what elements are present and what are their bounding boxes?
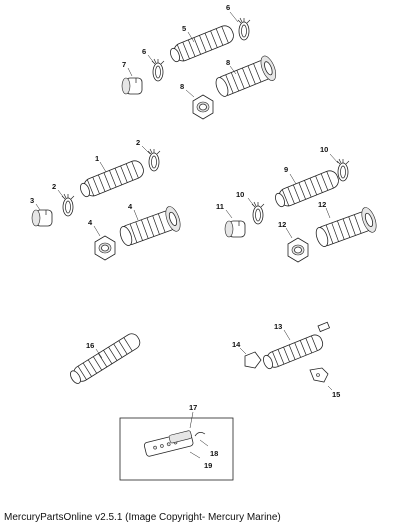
callout-15: 15 bbox=[332, 390, 340, 399]
callout-8: 8 bbox=[180, 82, 184, 91]
callout-12: 12 bbox=[318, 200, 326, 209]
clip-part-18 bbox=[194, 432, 206, 437]
clamp-part-10b bbox=[251, 201, 265, 225]
callout-12: 12 bbox=[278, 220, 286, 229]
callout-3: 3 bbox=[30, 196, 34, 205]
nut-part-4 bbox=[94, 235, 116, 261]
bellows-part-1 bbox=[77, 158, 147, 201]
copyright-caption: MercuryPartsOnline v2.5.1 (Image Copyrig… bbox=[4, 512, 281, 523]
callout-18: 18 bbox=[210, 449, 218, 458]
part-16-group: 16 bbox=[70, 333, 141, 384]
callout-5: 5 bbox=[182, 24, 186, 33]
callout-7: 7 bbox=[122, 60, 126, 69]
right-assembly: 9 10 10 11 12 12 bbox=[216, 145, 380, 263]
bellows-part-9 bbox=[272, 168, 342, 211]
clamp-part-2b bbox=[61, 193, 75, 217]
callout-2: 2 bbox=[136, 138, 140, 147]
callout-11: 11 bbox=[216, 202, 224, 211]
clip-part-14 bbox=[244, 351, 262, 369]
callout-10: 10 bbox=[236, 190, 244, 199]
left-assembly: 1 2 2 3 4 4 bbox=[30, 138, 184, 261]
sleeve-part-12 bbox=[312, 205, 380, 252]
nut-part-12 bbox=[287, 237, 309, 263]
callout-17: 17 bbox=[189, 403, 197, 412]
callout-8: 8 bbox=[226, 58, 230, 67]
callout-2: 2 bbox=[52, 182, 56, 191]
kit-box-17: 17 18 19 bbox=[119, 403, 234, 481]
callout-1: 1 bbox=[95, 154, 99, 163]
callout-6: 6 bbox=[226, 3, 230, 12]
collar-part-7 bbox=[121, 77, 143, 95]
sleeve-part-8 bbox=[212, 53, 280, 102]
callout-9: 9 bbox=[284, 165, 288, 174]
clamp-part-2 bbox=[147, 148, 161, 172]
clamp-part-6 bbox=[237, 17, 251, 41]
callout-10: 10 bbox=[320, 145, 328, 154]
callout-13: 13 bbox=[274, 322, 282, 331]
part-13-group: 13 14 15 bbox=[232, 321, 340, 399]
callout-19: 19 bbox=[204, 461, 212, 470]
callout-6: 6 bbox=[142, 47, 146, 56]
callout-16: 16 bbox=[86, 341, 94, 350]
collar-part-3 bbox=[31, 209, 53, 227]
clamp-part-10 bbox=[336, 158, 350, 182]
sleeve-part-4 bbox=[116, 204, 184, 251]
collar-part-11 bbox=[224, 220, 246, 238]
callout-4: 4 bbox=[128, 202, 133, 211]
callout-14: 14 bbox=[232, 340, 241, 349]
top-assembly: 5 6 6 7 8 8 bbox=[121, 3, 280, 120]
nut-part-8 bbox=[192, 94, 214, 120]
clamp-part-6b bbox=[151, 58, 165, 82]
callout-4: 4 bbox=[88, 218, 93, 227]
